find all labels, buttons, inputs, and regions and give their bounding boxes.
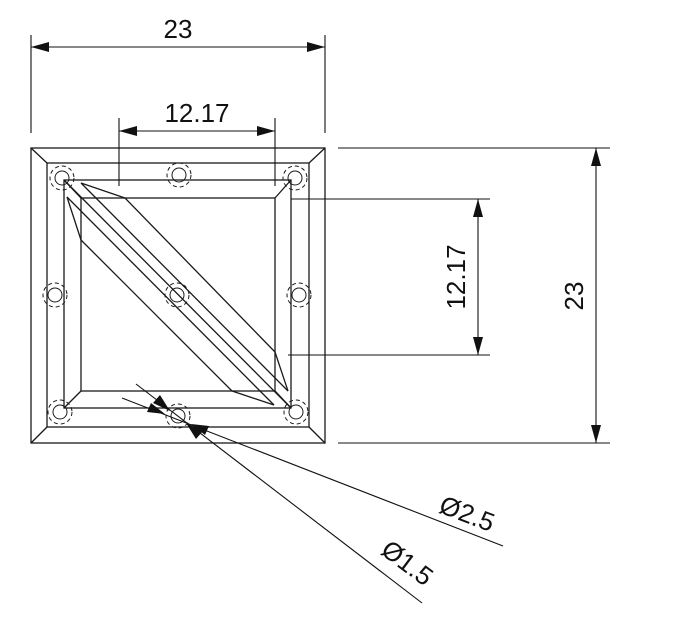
- hole-top-left: [49, 165, 75, 191]
- diameter-leaders: Ø2.5 Ø1.5: [121, 383, 504, 604]
- inner-height-label: 12.17: [441, 244, 471, 309]
- dimension-top-width: 23: [30, 14, 326, 133]
- top-width-label: 23: [164, 14, 193, 44]
- hole-bottom-left: [47, 399, 73, 425]
- dimension-right-height: 23: [338, 147, 610, 444]
- hole-center: [164, 282, 190, 308]
- diameter-small-label: Ø1.5: [376, 534, 439, 592]
- outer-frame: [30, 147, 326, 444]
- diameter-large-label: Ø2.5: [436, 489, 499, 537]
- hole-top-center: [166, 162, 192, 188]
- inner-width-label: 12.17: [164, 98, 229, 128]
- right-height-label: 23: [559, 282, 589, 311]
- dimension-inner-height: 12.17: [288, 198, 490, 356]
- diagonal-brace: [63, 179, 292, 409]
- hole-top-right: [282, 165, 308, 191]
- dimension-inner-width: 12.17: [118, 98, 276, 186]
